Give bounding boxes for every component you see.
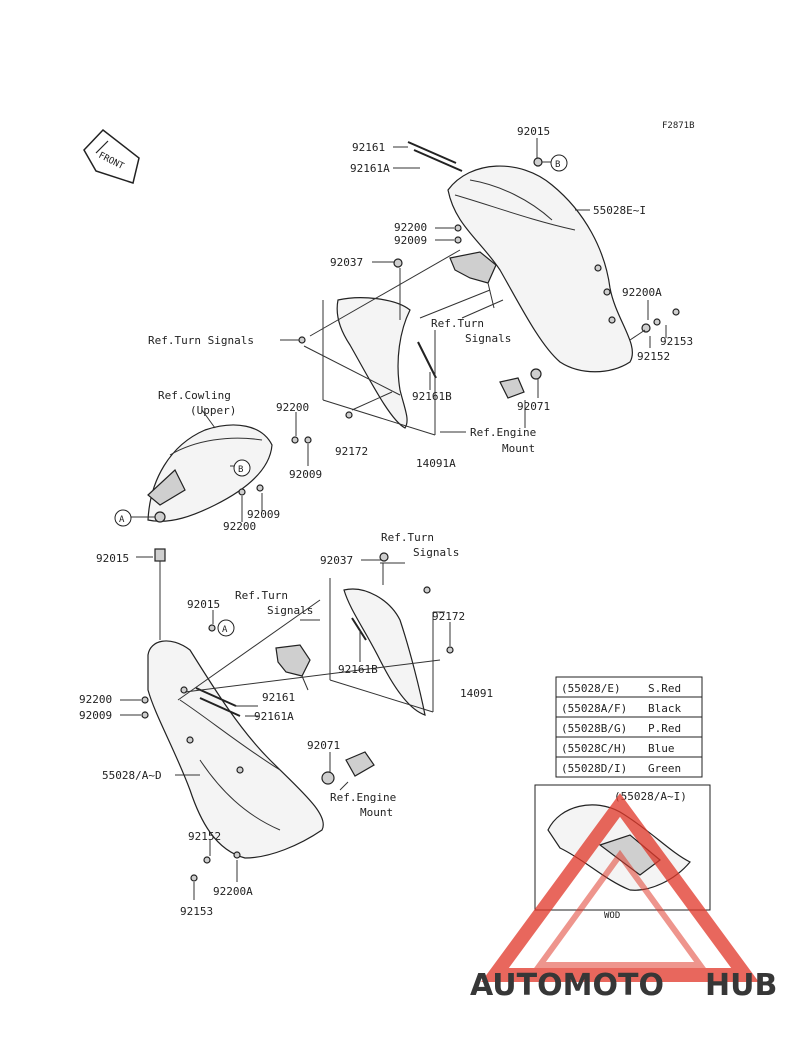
label-92172-bot: 92172 bbox=[432, 610, 465, 623]
callout-a-mid: A bbox=[114, 509, 132, 527]
label-92172-top: 92172 bbox=[335, 445, 368, 458]
callout-a-mid-label: A bbox=[119, 515, 125, 525]
watermark-text-automoto: AUTOMOTO bbox=[470, 968, 664, 1003]
part-labels: 92161 92161A 92015 55028E~I 92200 92009 … bbox=[79, 125, 693, 918]
label-92200-mid2: 92200 bbox=[223, 520, 256, 533]
label-92015-bot: 92015 bbox=[187, 598, 220, 611]
lower-engine-mount bbox=[321, 751, 375, 785]
label-92037-top: 92037 bbox=[330, 256, 363, 269]
callout-a-bot: A bbox=[217, 619, 235, 637]
label-92152-bot: 92152 bbox=[188, 830, 221, 843]
label-92015-mid: 92015 bbox=[96, 552, 129, 565]
label-92161B-bot: 92161B bbox=[338, 663, 378, 676]
ref-cowling-line1: Ref.Cowling bbox=[158, 389, 231, 402]
ref-turn-bot-line2: Signals bbox=[413, 546, 459, 559]
ref-cowling-line2: (Upper) bbox=[190, 404, 236, 417]
label-92071-top: 92071 bbox=[517, 400, 550, 413]
label-92161-top: 92161 bbox=[352, 141, 385, 154]
label-92009-top: 92009 bbox=[394, 234, 427, 247]
label-92009-mid: 92009 bbox=[289, 468, 322, 481]
color-row-1-color: S.Red bbox=[648, 682, 681, 695]
ref-turn-left-line1: Ref.Turn bbox=[235, 589, 288, 602]
callout-b-top-label: B bbox=[555, 160, 560, 170]
upper-engine-mount bbox=[499, 368, 542, 399]
color-row-4-code: (55028C/H) bbox=[561, 742, 627, 755]
label-92153-bot: 92153 bbox=[180, 905, 213, 918]
label-92200-bot: 92200 bbox=[79, 693, 112, 706]
label-92200A-bot: 92200A bbox=[213, 885, 253, 898]
color-row-3-code: (55028B/G) bbox=[561, 722, 627, 735]
mid-fasteners bbox=[154, 436, 312, 562]
inset-label: (55028/A~I) bbox=[614, 790, 687, 803]
watermark-triangle-icon bbox=[481, 793, 759, 982]
label-92037-bot: 92037 bbox=[320, 554, 353, 567]
upper-turn-signal-bracket bbox=[449, 251, 497, 309]
lower-wire-92161 bbox=[195, 687, 241, 717]
label-92152-top: 92152 bbox=[637, 350, 670, 363]
color-row-5-color: Green bbox=[648, 762, 681, 775]
ref-turn-mid-line1: Ref.Turn bbox=[431, 317, 484, 330]
upper-fasteners bbox=[298, 157, 680, 419]
label-92161B-top: 92161B bbox=[412, 390, 452, 403]
callout-a-bot-label: A bbox=[222, 625, 228, 635]
ref-turn-left-line2: Signals bbox=[267, 604, 313, 617]
label-92200-mid: 92200 bbox=[276, 401, 309, 414]
label-92153-top: 92153 bbox=[660, 335, 693, 348]
color-row-2-code: (55028A/F) bbox=[561, 702, 627, 715]
ref-turn-signals-top: Ref.Turn Signals bbox=[148, 334, 254, 347]
mid-leader-lines bbox=[130, 409, 309, 640]
color-row-3-color: P.Red bbox=[648, 722, 681, 735]
callout-b-top: B bbox=[550, 154, 568, 172]
label-92071-bot: 92071 bbox=[307, 739, 340, 752]
inner-panel-14091A bbox=[336, 297, 437, 429]
watermark-logo: AUTOMOTO HUB bbox=[470, 793, 777, 1003]
ref-engine-top-line2: Mount bbox=[502, 442, 535, 455]
upper-side-cowl bbox=[447, 165, 633, 373]
color-row-2-color: Black bbox=[648, 702, 681, 715]
inner-panel-14091 bbox=[343, 588, 426, 716]
front-arrow-icon: FRONT bbox=[83, 128, 140, 184]
ref-turn-bot-line1: Ref.Turn bbox=[381, 531, 434, 544]
lower-side-cowl bbox=[147, 640, 324, 859]
ref-engine-bot-line1: Ref.Engine bbox=[330, 791, 396, 804]
label-92200A-top: 92200A bbox=[622, 286, 662, 299]
label-92161A-top: 92161A bbox=[350, 162, 390, 175]
ref-turn-mid-line2: Signals bbox=[465, 332, 511, 345]
label-92015-top: 92015 bbox=[517, 125, 550, 138]
lower-fasteners bbox=[141, 552, 454, 882]
label-55028EI: 55028E~I bbox=[593, 204, 646, 217]
color-row-4-color: Blue bbox=[648, 742, 675, 755]
label-92161A-bot: 92161A bbox=[254, 710, 294, 723]
label-14091: 14091 bbox=[460, 687, 493, 700]
upper-leader-lines bbox=[280, 138, 667, 436]
ref-engine-bot-line2: Mount bbox=[360, 806, 393, 819]
lower-leader-lines bbox=[120, 559, 451, 900]
color-row-1-code: (55028/E) bbox=[561, 682, 621, 695]
label-92200-top: 92200 bbox=[394, 221, 427, 234]
inset-sticker-label: WOD bbox=[604, 911, 620, 921]
color-row-5-code: (55028D/I) bbox=[561, 762, 627, 775]
color-table: (55028/E) S.Red (55028A/F) Black (55028B… bbox=[555, 676, 703, 778]
label-92161-bot: 92161 bbox=[262, 691, 295, 704]
callout-b-mid-label: B bbox=[238, 465, 243, 475]
label-92009-bot: 92009 bbox=[79, 709, 112, 722]
ref-engine-top-line1: Ref.Engine bbox=[470, 426, 536, 439]
upper-wire-92161 bbox=[407, 141, 463, 172]
figure-code: F2871B bbox=[662, 121, 695, 131]
label-55028AD: 55028/A~D bbox=[102, 769, 162, 782]
callout-b-mid: B bbox=[233, 459, 251, 477]
label-14091A: 14091A bbox=[416, 457, 456, 470]
label-92009-mid2: 92009 bbox=[247, 508, 280, 521]
upper-cowling-ref bbox=[147, 424, 273, 523]
lower-turn-signal-bracket bbox=[275, 644, 311, 691]
watermark-text-hub: HUB bbox=[705, 968, 777, 1003]
